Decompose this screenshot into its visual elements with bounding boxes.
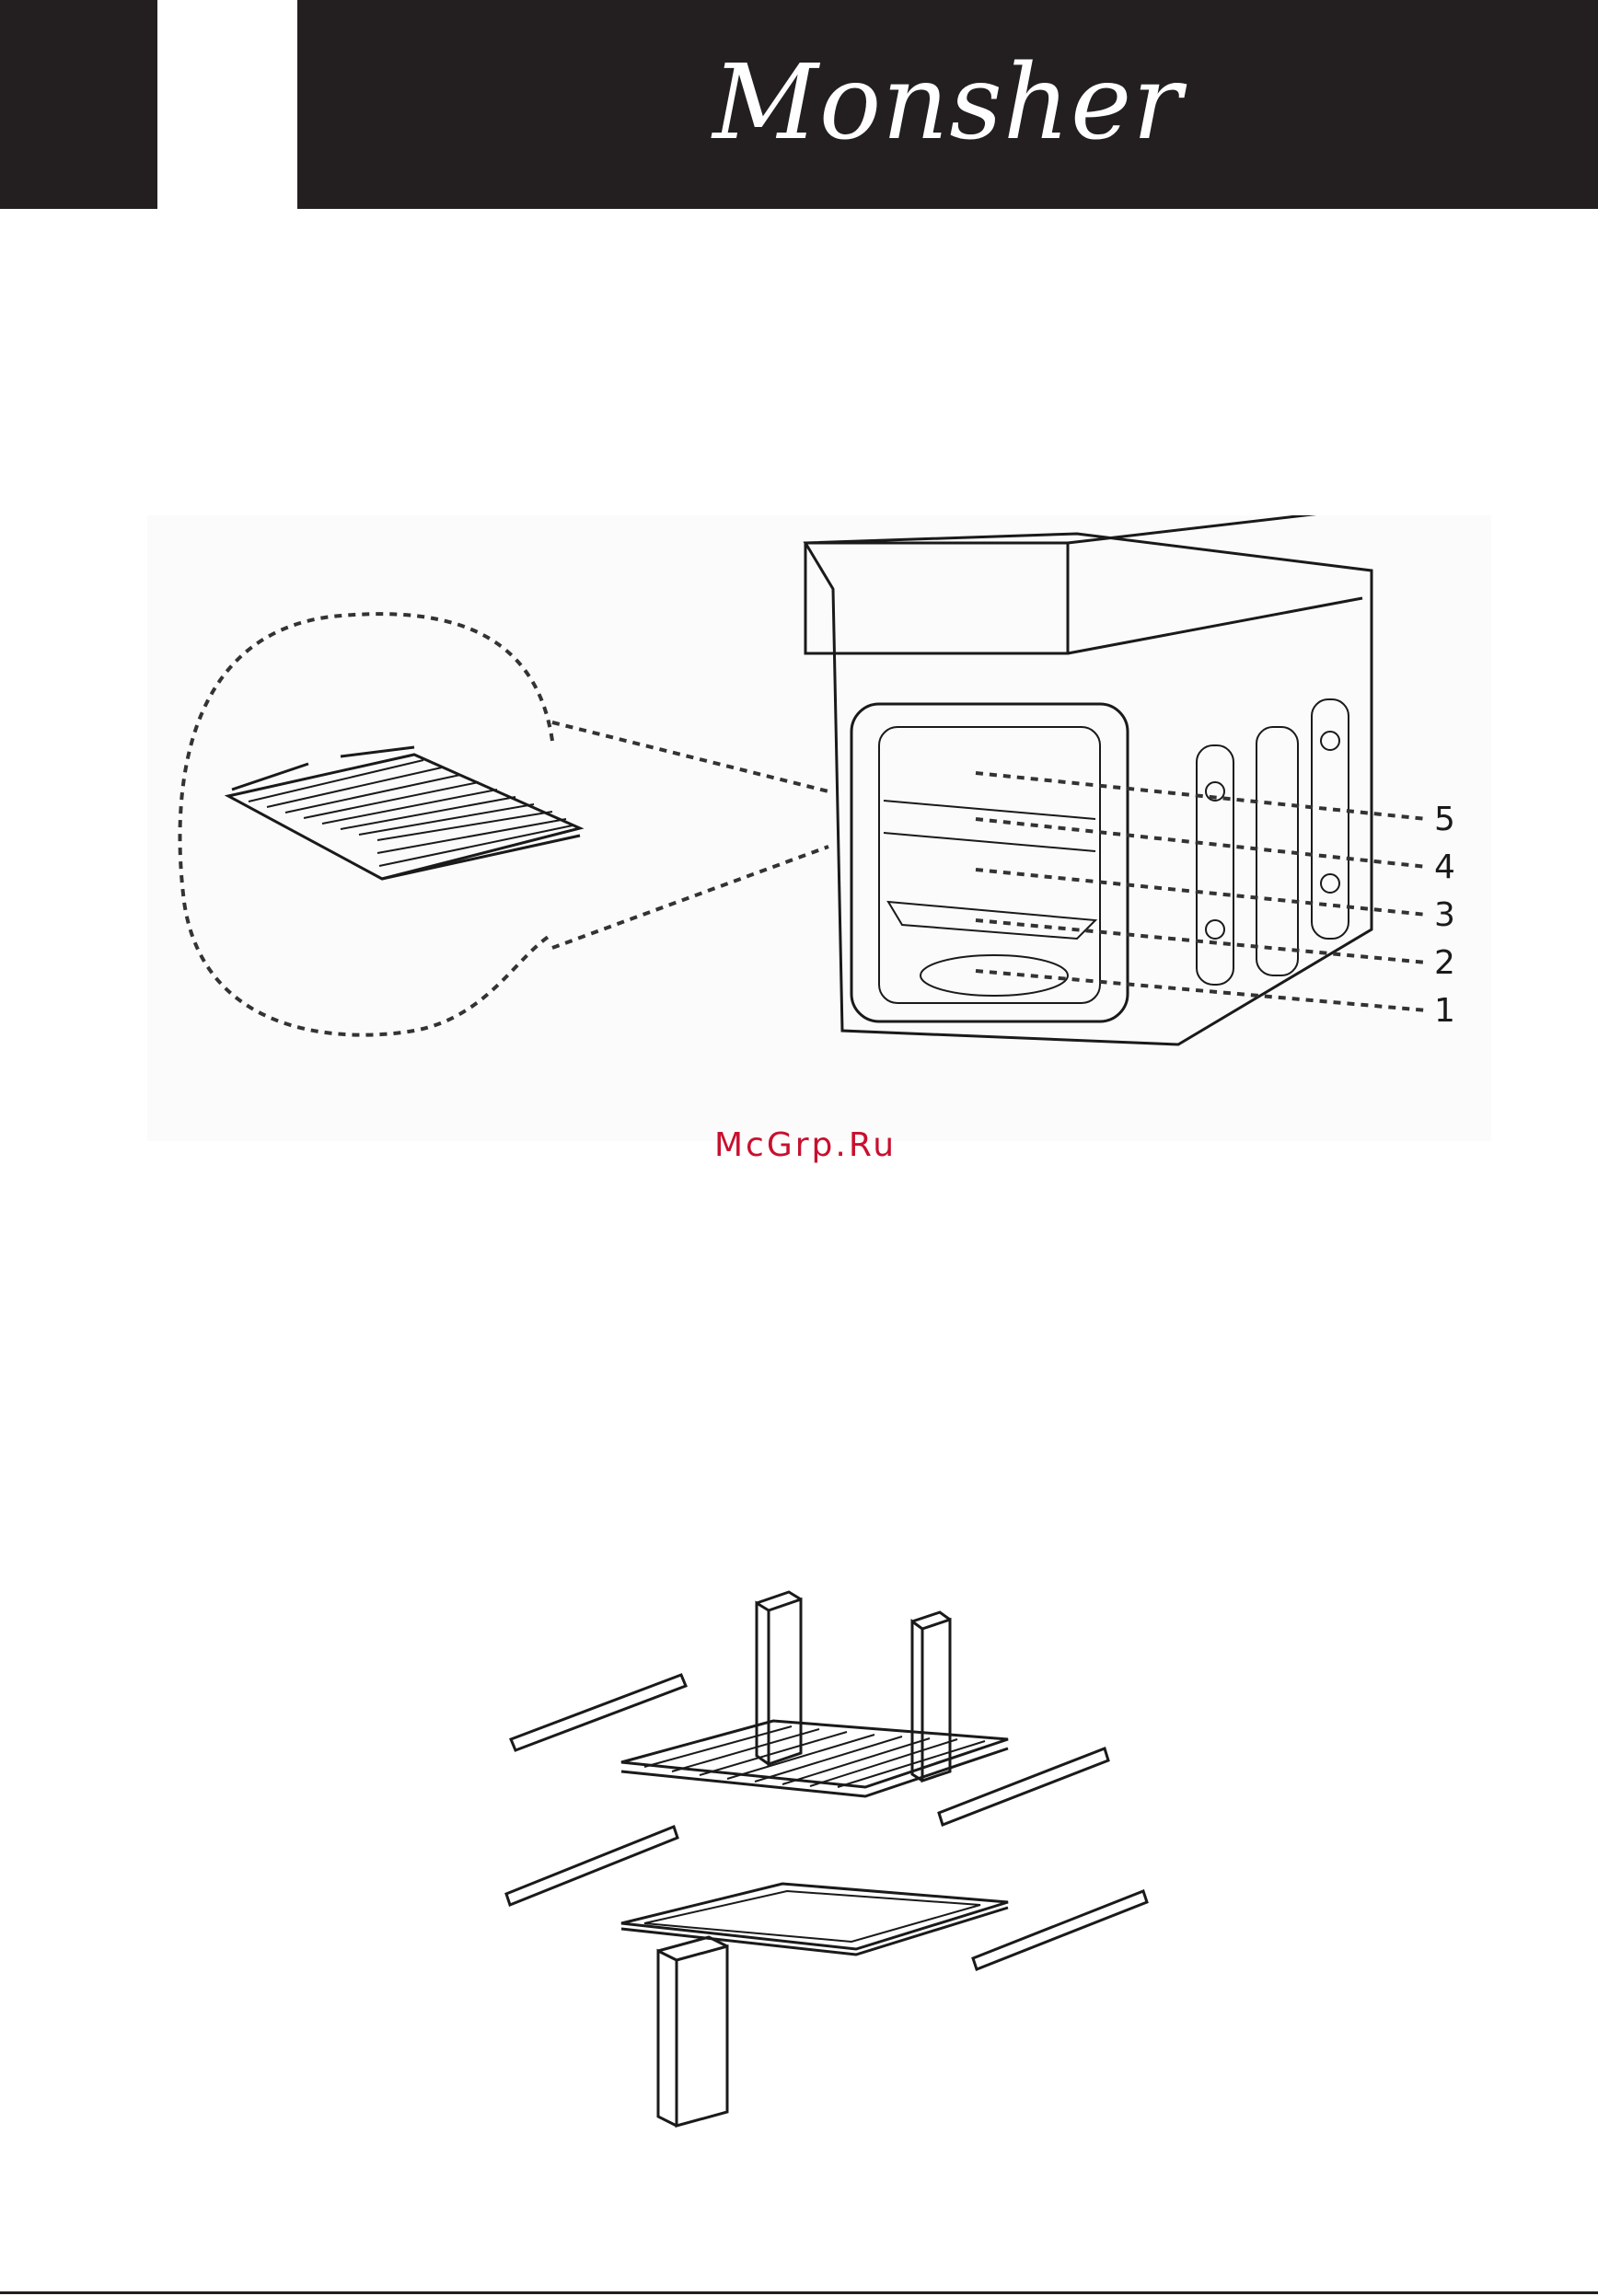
foam-post-icon — [912, 1612, 950, 1781]
callout-leader-top — [552, 722, 828, 791]
oven-body-drawing — [805, 515, 1372, 1044]
side-rail-icon — [973, 1891, 1147, 1969]
watermark: McGrp.Ru — [644, 1126, 967, 1164]
side-rail-icon — [939, 1748, 1108, 1825]
level-label-4: 4 — [1434, 848, 1455, 886]
header-bar: Monsher — [297, 0, 1598, 209]
foam-post-icon — [757, 1592, 801, 1764]
oven-shelf-levels-figure: 5 4 3 2 1 — [147, 515, 1491, 1141]
side-rail-icon — [511, 1675, 686, 1750]
level-4-line — [976, 819, 1427, 867]
foam-block-icon — [658, 1937, 727, 2126]
packaging-figure — [479, 1583, 1178, 2135]
brand-logo: Monsher — [297, 41, 1598, 165]
wire-rack-icon — [228, 747, 580, 879]
side-rail-icon — [506, 1827, 677, 1905]
level-5-line — [976, 773, 1427, 819]
callout-leader-bottom — [552, 847, 828, 948]
header-left-block — [0, 0, 157, 209]
footer-rule — [0, 2291, 1598, 2294]
level-label-3: 3 — [1434, 896, 1455, 934]
level-2-line — [976, 920, 1427, 963]
level-label-1: 1 — [1434, 992, 1455, 1030]
level-label-5: 5 — [1434, 801, 1455, 838]
level-3-line — [976, 870, 1427, 915]
level-label-2: 2 — [1434, 944, 1455, 982]
